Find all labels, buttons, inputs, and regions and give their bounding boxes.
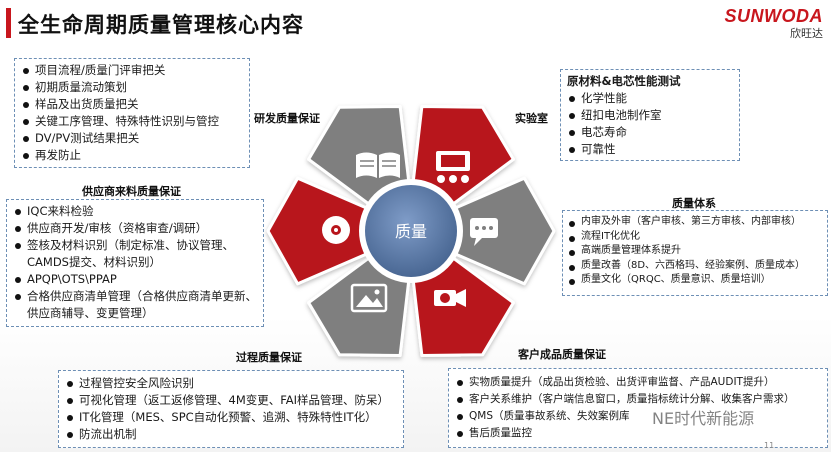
list-item: 电芯寿命 [567,124,733,141]
list-item: 项目流程/质量门评审把关 [21,62,243,79]
process-box: 过程管控安全风险识别 可视化管理（返工返修管理、4M变更、FAI样品管理、防呆）… [58,370,404,448]
list-item: 初期质量流动策划 [21,79,243,96]
title-accent-bar [6,8,11,38]
list-item: 可靠性 [567,141,733,158]
logo-text: SUNWODA [724,6,823,26]
list-item: 化学性能 [567,90,733,107]
list-item: 过程管控安全风险识别 [65,375,397,392]
disc-icon [322,216,350,244]
watermark: NE时代新能源 [652,409,755,428]
lab-equipment-icon [436,151,470,183]
list-item: 样品及出货质量把关 [21,96,243,113]
lab-box: 原材料&电芯性能测试 化学性能 纽扣电池制作室 电芯寿命 可靠性 [560,69,740,161]
camera-icon [434,289,466,307]
list-item: APQP\OTS\PPAP [13,271,257,288]
supplier-box: IQC来料检验 供应商开发/审核（资格审查/调研） 签核及材料识别（制定标准、协… [6,199,264,327]
list-item: IT化管理（MES、SPC自动化预警、追溯、特殊特性IT化） [65,409,397,426]
list-item: 客户关系维护（客户端信息窗口，质量指标统计分解、收集客户需求） [455,391,821,408]
list-item: 质量文化（QRQC、质量意识、质量培训） [567,273,823,288]
logo-cn-text: 欣旺达 [790,27,823,40]
list-item: 供应商开发/审核（资格审查/调研） [13,220,257,237]
lab-box-title: 原材料&电芯性能测试 [567,74,681,88]
supplier-label: 供应商来料质量保证 [82,185,181,198]
list-item: 实物质量提升（成品出货检验、出货评审监督、产品AUDIT提升） [455,374,821,391]
list-item: 可视化管理（返工返修管理、4M变更、FAI样品管理、防呆） [65,392,397,409]
list-item: IQC来料检验 [13,203,257,220]
center-circle [365,185,457,277]
quality-system-box: 内审及外审（客户审核、第三方审核、内部审核） 流程IT化优化 高端质量管理体系提… [562,210,828,296]
page-title: 全生命周期质量管理核心内容 [18,13,304,37]
process-label: 过程质量保证 [236,351,302,364]
customer-label: 客户成品质量保证 [518,348,606,361]
list-item: DV/PV测试结果把关 [21,130,243,147]
page-number: 11 [764,441,775,450]
list-item: 流程IT化优化 [567,230,823,245]
list-item: 关键工序管理、特殊特性识别与管控 [21,113,243,130]
rd-label: 研发质量保证 [254,112,320,125]
list-item: 售后质量监控 [455,425,821,442]
chat-icon [470,218,498,246]
image-icon [350,283,388,313]
list-item: 质量改善（8D、六西格玛、经验案例、质量成本） [567,259,823,274]
list-item: 合格供应商清单管理（合格供应商清单更新、 [13,288,257,305]
list-item: 防流出机制 [65,426,397,443]
list-item: 签核及材料识别（制定标准、协议管理、 [13,237,257,254]
list-item: 纽扣电池制作室 [567,107,733,124]
list-item: 内审及外审（客户审核、第三方审核、内部审核） [567,215,823,230]
rd-box: 项目流程/质量门评审把关 初期质量流动策划 样品及出货质量把关 关键工序管理、特… [14,58,250,168]
qs-label: 质量体系 [672,197,716,210]
lab-label: 实验室 [515,112,548,125]
book-icon [356,152,400,178]
list-item: 高端质量管理体系提升 [567,244,823,259]
list-item: 再发防止 [21,147,243,164]
center-label: 质量 [395,222,427,241]
company-logo: SUNWODA 欣旺达 [725,6,824,41]
list-item-continuation: 供应商辅导、变更管理） [27,306,154,320]
customer-box: 实物质量提升（成品出货检验、出货评审监督、产品AUDIT提升） 客户关系维护（客… [448,368,828,448]
list-item: QMS（质量事故系统、失效案例库 [455,408,821,425]
list-item-continuation: CAMDS提交、材料识别） [27,255,161,269]
